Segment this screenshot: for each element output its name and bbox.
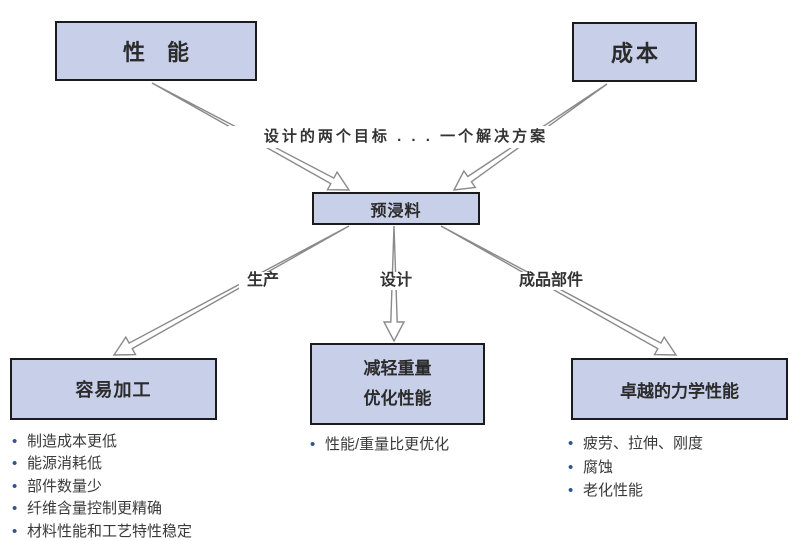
box-easy-processing: 容易加工 [10,358,217,420]
bullet-list-mechanical-properties: 疲劳、拉伸、刚度 腐蚀 老化性能 [566,432,786,503]
box-mechanical-properties: 卓越的力学性能 [571,358,788,420]
design-goals-caption: 设计的两个目标 . . . 一个解决方案 [228,126,584,148]
box-performance-label: 性 能 [122,40,198,65]
bullet-item: 老化性能 [566,479,786,503]
arrow-prepreg-to-easy [112,225,350,356]
bullet-item: 部件数量少 [10,476,280,499]
bullet-item: 制造成本更低 [10,431,280,454]
box-weight-optimization: 减轻重量 优化性能 [310,343,485,425]
box-performance: 性 能 [55,21,257,81]
box-prepreg-label: 预浸料 [370,202,422,220]
bullet-item: 性能/重量比更优化 [308,434,508,456]
bullet-item: 能源消耗低 [10,453,280,476]
arrow-prepreg-to-finished [440,225,678,356]
bullet-item: 疲劳、拉伸、刚度 [566,432,786,456]
bullet-list-easy-processing: 制造成本更低 能源消耗低 部件数量少 纤维含量控制更精确 材料性能和工艺特性稳定 [10,431,280,541]
box-prepreg: 预浸料 [312,192,480,225]
bullet-item: 纤维含量控制更精确 [10,498,280,521]
bullet-item: 腐蚀 [566,456,786,480]
branch-label-finished-parts: 成品部件 [515,272,587,290]
box-easy-processing-label: 容易加工 [75,380,152,400]
box-mechanical-properties-label: 卓越的力学性能 [620,381,739,401]
branch-label-design: 设计 [372,272,420,290]
box-cost-label: 成本 [610,41,661,66]
box-weight-line2: 优化性能 [363,389,432,408]
box-cost: 成本 [572,22,697,82]
box-weight-line1: 减轻重量 [363,359,432,378]
bullet-item: 材料性能和工艺特性稳定 [10,521,280,541]
bullet-list-weight-optimization: 性能/重量比更优化 [308,434,508,456]
branch-label-production: 生产 [239,272,287,290]
